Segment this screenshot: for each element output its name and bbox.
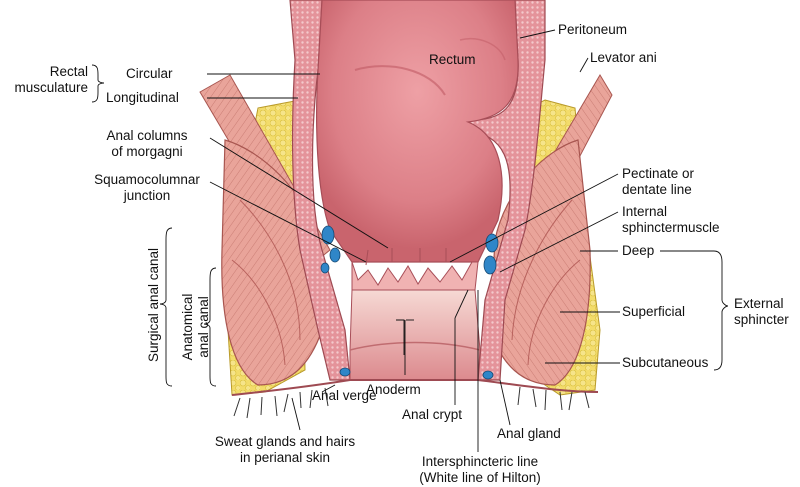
- label-peritoneum: Peritoneum: [558, 22, 628, 37]
- label-internal-sphincter: Internal sphinctermuscle: [622, 204, 720, 235]
- label-anal-crypt: Anal crypt: [402, 407, 463, 422]
- dentate-line: [351, 248, 479, 291]
- label-pectinate-line: Pectinate or dentate line: [622, 166, 695, 197]
- label-external-sphincter: External sphincter: [734, 296, 789, 327]
- rectum-lumen: [316, 0, 519, 263]
- label-squamocolumnar-junction: Squamocolumnar junction: [94, 172, 200, 203]
- label-circular: Circular: [126, 66, 173, 81]
- label-rectal-musculature: Rectal musculature: [14, 64, 88, 95]
- label-anal-gland: Anal gland: [497, 426, 561, 441]
- anal-canal-lumen: [349, 289, 481, 381]
- label-anatomical-anal-canal: Anatomical anal canal: [180, 293, 211, 361]
- label-anal-verge: Anal verge: [312, 388, 377, 403]
- label-subcutaneous: Subcutaneous: [622, 355, 709, 370]
- label-sweat-glands: Sweat glands and hairs in perianal skin: [214, 434, 356, 465]
- hemorrhoidal-plexus-left: [320, 225, 351, 377]
- label-superficial: Superficial: [622, 304, 686, 319]
- hemorrhoidal-plexus-right: [482, 233, 499, 380]
- perianal-skin: [231, 379, 599, 419]
- label-longitudinal: Longitudinal: [106, 90, 179, 105]
- label-surgical-anal-canal: Surgical anal canal: [146, 247, 161, 363]
- leader-lines: [91, 29, 729, 452]
- label-intersphincteric-line: Intersphincteric line (White line of Hil…: [419, 454, 541, 485]
- label-levator-ani: Levator ani: [590, 50, 657, 65]
- label-rectum: Rectum: [429, 52, 476, 67]
- rectal-wall-right: [464, 0, 546, 381]
- label-anoderm: Anoderm: [366, 382, 421, 397]
- label-anal-columns: Anal columns of morgagni: [106, 128, 188, 159]
- label-deep: Deep: [622, 243, 655, 258]
